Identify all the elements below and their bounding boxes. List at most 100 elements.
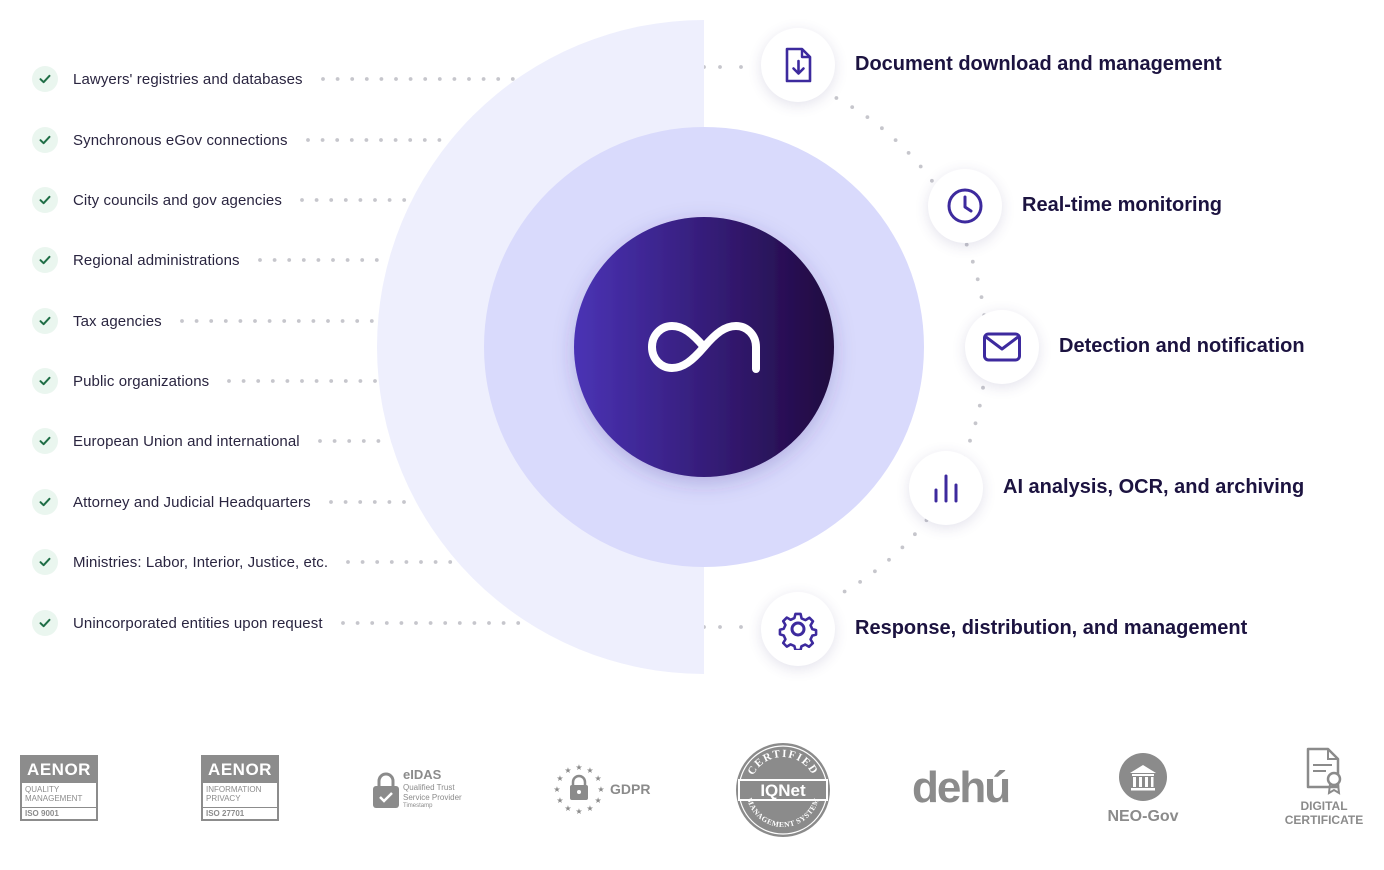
aenor-code: ISO 27701 xyxy=(206,809,245,818)
connector-dot xyxy=(361,439,366,443)
digital-certificate-logo: DIGITAL CERTIFICATE xyxy=(1276,747,1372,831)
connector-dot xyxy=(343,198,348,202)
feature-label: Response, distribution, and management xyxy=(855,617,1248,639)
feature-label: Real-time monitoring xyxy=(1022,194,1223,216)
check-icon xyxy=(32,127,58,153)
dehu-label: dehú xyxy=(912,763,1011,812)
connector-dot xyxy=(329,500,333,504)
connector-dot xyxy=(472,621,477,625)
connector-dot xyxy=(865,115,870,119)
connector-dot xyxy=(900,545,905,550)
connector-dot xyxy=(349,138,354,142)
connector-dot xyxy=(402,198,407,202)
source-item: Ministries: Labor, Interior, Justice, et… xyxy=(32,547,328,577)
connector-dot xyxy=(287,258,292,262)
connector-dot xyxy=(306,138,310,142)
star-icon: ★ xyxy=(586,766,593,775)
aenor-brand: AENOR xyxy=(203,757,277,783)
connector-dot xyxy=(457,621,462,625)
eidas-line3: Timestamp xyxy=(403,803,433,809)
connector-dot xyxy=(981,385,985,390)
connector-dot xyxy=(487,621,491,625)
connector-dot xyxy=(379,77,384,81)
star-icon: ★ xyxy=(575,763,582,772)
connector-dot xyxy=(194,319,199,323)
source-label: Ministries: Labor, Interior, Justice, et… xyxy=(73,553,329,571)
connector-dot xyxy=(387,500,392,504)
feature-icon-badge xyxy=(928,169,1002,243)
connector-dot xyxy=(384,621,389,625)
star-icon: ★ xyxy=(564,766,571,775)
connector-dot xyxy=(256,379,261,383)
connector-dot xyxy=(887,557,891,562)
connector-dot xyxy=(448,560,453,564)
feature-icon-badge xyxy=(761,28,835,102)
connector-dot xyxy=(372,500,377,504)
connector-dot xyxy=(906,151,911,155)
connector-dot xyxy=(718,65,722,69)
feature-icon-badge xyxy=(761,592,835,666)
check-icon xyxy=(32,187,58,213)
feature-icon-badge xyxy=(909,451,983,525)
connector-dot xyxy=(423,77,428,81)
aenor-line1: INFORMATION xyxy=(206,785,262,794)
dehu-logo: dehú xyxy=(912,758,1011,818)
digital-cert-line1: DIGITAL xyxy=(1300,799,1348,813)
connector-dot xyxy=(428,621,433,625)
aenor-line2: MANAGEMENT xyxy=(25,794,83,803)
connector-dot xyxy=(739,65,743,69)
aenor-brand: AENOR xyxy=(22,757,96,783)
connector-dot xyxy=(358,379,363,383)
connector-dot xyxy=(321,77,325,81)
connector-dot xyxy=(329,379,334,383)
connector-dot xyxy=(296,319,301,323)
check-icon xyxy=(32,308,58,334)
source-label: Attorney and Judicial Headquarters xyxy=(73,493,311,511)
source-item: European Union and international xyxy=(32,426,300,456)
connector-dot xyxy=(918,164,923,169)
source-item: Public organizations xyxy=(32,366,209,396)
connector-dot xyxy=(311,319,316,323)
eidas-title: eIDAS xyxy=(403,767,442,782)
connector-dot xyxy=(977,403,982,408)
connector-dot xyxy=(979,295,984,299)
connector-dot xyxy=(364,138,369,142)
connector-dots-left xyxy=(180,77,550,625)
connector-dot xyxy=(282,319,287,323)
source-item: Unincorporated entities upon request xyxy=(32,608,323,638)
connector-dot xyxy=(238,319,243,323)
connector-dot xyxy=(880,126,884,131)
connector-dot xyxy=(314,198,319,202)
connector-dot xyxy=(270,379,275,383)
connector-dot xyxy=(389,560,394,564)
connector-dot xyxy=(975,277,980,282)
source-label: Synchronous eGov connections xyxy=(73,131,288,149)
gear-icon xyxy=(777,608,819,650)
connector-dot xyxy=(437,138,442,142)
clock-icon xyxy=(946,187,984,225)
eu-stars-icon: ★★★★★★★★★★★★ xyxy=(553,763,604,815)
star-icon: ★ xyxy=(553,785,560,794)
star-icon: ★ xyxy=(556,796,563,805)
source-label: Lawyers' registries and databases xyxy=(73,70,303,88)
star-icon: ★ xyxy=(556,774,563,783)
connector-dot xyxy=(227,379,231,383)
check-icon xyxy=(32,368,58,394)
connector-dot xyxy=(373,379,377,383)
connector-dot xyxy=(300,379,304,383)
star-icon: ★ xyxy=(597,785,604,794)
source-item: Tax agencies xyxy=(32,306,162,336)
connector-dot xyxy=(318,439,322,443)
connector-dot xyxy=(399,621,404,625)
eidas-logo: eIDAS Qualified Trust Service Provider T… xyxy=(372,766,472,812)
feature-icon-badge xyxy=(965,310,1039,384)
connector-dot xyxy=(301,258,306,262)
feature-label: AI analysis, OCR, and archiving xyxy=(1003,476,1305,498)
connector-dot xyxy=(285,379,290,383)
gdpr-logo: ★★★★★★★★★★★★ GDPR xyxy=(553,763,663,815)
connector-dot xyxy=(343,379,348,383)
connector-dot xyxy=(467,77,471,81)
connector-dot xyxy=(373,198,377,202)
connector-dot xyxy=(858,580,862,584)
